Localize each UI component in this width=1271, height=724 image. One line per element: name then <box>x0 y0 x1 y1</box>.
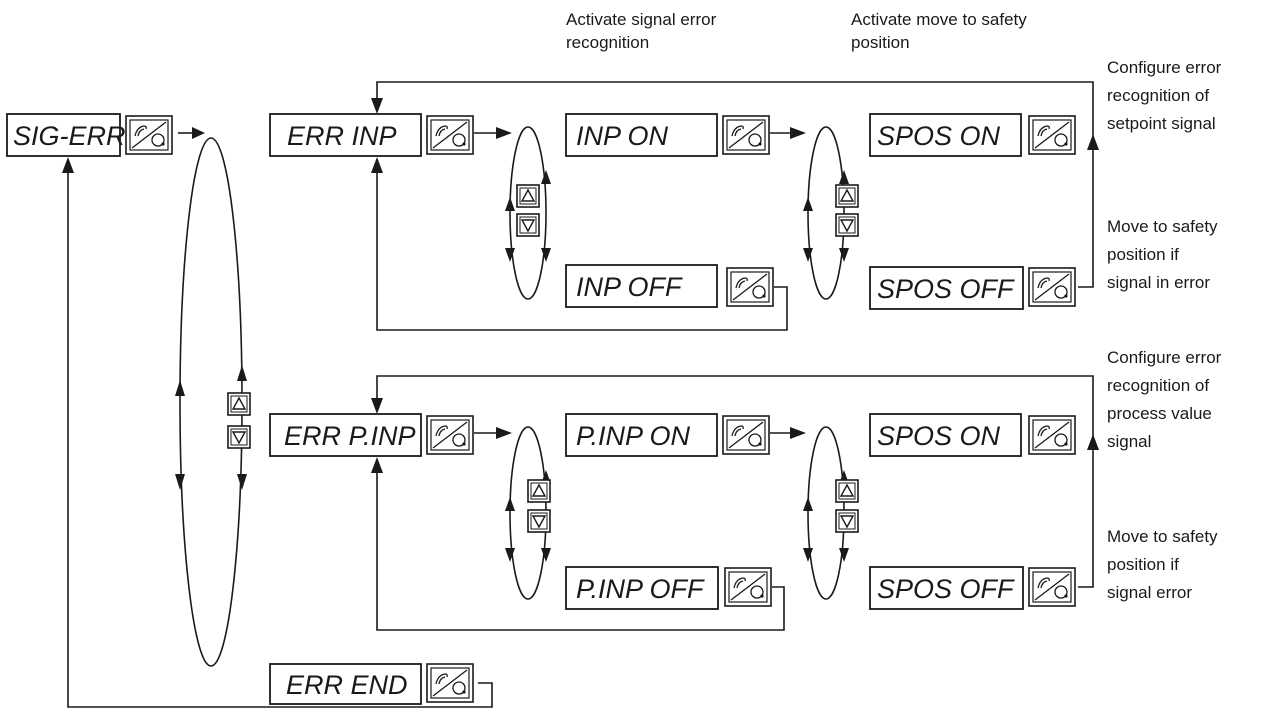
menu-item-err-end[interactable]: ERR END <box>269 663 422 705</box>
menu-item-spos-off-1[interactable]: SPOS OFF <box>869 266 1024 310</box>
svg-text:INP OFF: INP OFF <box>576 272 683 302</box>
note-activate-signal-error: Activate signal error recognition <box>566 10 717 52</box>
down-arrow-key-icon[interactable] <box>516 213 540 237</box>
note-configure-process-value: Configure error recognition of process v… <box>1107 348 1222 451</box>
svg-text:process value: process value <box>1107 404 1212 423</box>
hand-press-enter-icon[interactable] <box>125 115 173 155</box>
note-move-safety-2: Move to safety position if signal error <box>1107 527 1218 602</box>
menu-item-inp-off[interactable]: INP OFF <box>565 264 718 308</box>
svg-text:position: position <box>851 33 910 52</box>
up-arrow-key-icon[interactable] <box>527 479 551 503</box>
hand-press-enter-icon[interactable] <box>1028 415 1076 455</box>
svg-text:Configure error: Configure error <box>1107 58 1222 77</box>
svg-text:position if: position if <box>1107 555 1179 574</box>
svg-text:recognition: recognition <box>566 33 649 52</box>
svg-text:SPOS OFF: SPOS OFF <box>877 274 1015 304</box>
svg-text:P.INP ON: P.INP ON <box>576 421 691 451</box>
down-arrow-key-icon[interactable] <box>527 509 551 533</box>
svg-text:ERR INP: ERR INP <box>287 121 397 151</box>
hand-press-enter-icon[interactable] <box>426 115 474 155</box>
svg-text:ERR END: ERR END <box>286 670 408 700</box>
svg-text:INP ON: INP ON <box>576 121 669 151</box>
menu-item-spos-off-2[interactable]: SPOS OFF <box>869 566 1024 610</box>
svg-text:SPOS ON: SPOS ON <box>877 121 1001 151</box>
svg-text:recognition of: recognition of <box>1107 376 1209 395</box>
svg-text:Configure error: Configure error <box>1107 348 1222 367</box>
menu-item-pinp-on[interactable]: P.INP ON <box>565 413 718 457</box>
up-arrow-key-icon[interactable] <box>835 184 859 208</box>
hand-press-enter-icon[interactable] <box>1028 115 1076 155</box>
svg-text:ERR P.INP: ERR P.INP <box>284 421 416 451</box>
svg-text:SPOS OFF: SPOS OFF <box>877 574 1015 604</box>
down-arrow-key-icon[interactable] <box>835 509 859 533</box>
menu-item-inp-on[interactable]: INP ON <box>565 113 718 157</box>
up-arrow-key-icon[interactable] <box>835 479 859 503</box>
hand-press-enter-icon[interactable] <box>1028 267 1076 307</box>
connector-lines <box>62 81 1099 708</box>
svg-text:signal: signal <box>1107 432 1151 451</box>
svg-text:recognition of: recognition of <box>1107 86 1209 105</box>
menu-item-spos-on-2[interactable]: SPOS ON <box>869 413 1022 457</box>
menu-item-sig-err[interactable]: SIG-ERR <box>6 113 126 157</box>
svg-text:setpoint signal: setpoint signal <box>1107 114 1216 133</box>
svg-text:signal error: signal error <box>1107 583 1192 602</box>
down-arrow-key-icon[interactable] <box>227 425 251 449</box>
hand-press-enter-icon[interactable] <box>722 415 770 455</box>
up-arrow-key-icon[interactable] <box>227 392 251 416</box>
up-arrow-key-icon[interactable] <box>516 184 540 208</box>
svg-text:signal in error: signal in error <box>1107 273 1210 292</box>
svg-text:position if: position if <box>1107 245 1179 264</box>
down-arrow-key-icon[interactable] <box>835 213 859 237</box>
menu-item-err-inp[interactable]: ERR INP <box>269 113 422 157</box>
hand-press-enter-icon[interactable] <box>1028 567 1076 607</box>
menu-item-spos-on-1[interactable]: SPOS ON <box>869 113 1022 157</box>
note-configure-setpoint: Configure error recognition of setpoint … <box>1107 58 1222 133</box>
svg-text:Activate move to safety: Activate move to safety <box>851 10 1027 29</box>
hand-press-enter-icon[interactable] <box>722 115 770 155</box>
note-activate-move-to-safety: Activate move to safety position <box>851 10 1027 52</box>
svg-text:Move to safety: Move to safety <box>1107 527 1218 546</box>
hand-press-enter-icon[interactable] <box>726 267 774 307</box>
menu-item-pinp-off[interactable]: P.INP OFF <box>565 566 719 610</box>
hand-press-enter-icon[interactable] <box>426 663 474 703</box>
svg-text:Activate signal error: Activate signal error <box>566 10 717 29</box>
hand-press-enter-icon[interactable] <box>426 415 474 455</box>
svg-text:SPOS ON: SPOS ON <box>877 421 1001 451</box>
hand-press-enter-icon[interactable] <box>724 567 772 607</box>
note-move-safety-1: Move to safety position if signal in err… <box>1107 217 1218 292</box>
svg-text:P.INP OFF: P.INP OFF <box>576 574 705 604</box>
svg-text:Move to safety: Move to safety <box>1107 217 1218 236</box>
svg-text:SIG-ERR: SIG-ERR <box>13 121 126 151</box>
menu-item-err-pinp[interactable]: ERR P.INP <box>269 413 422 457</box>
